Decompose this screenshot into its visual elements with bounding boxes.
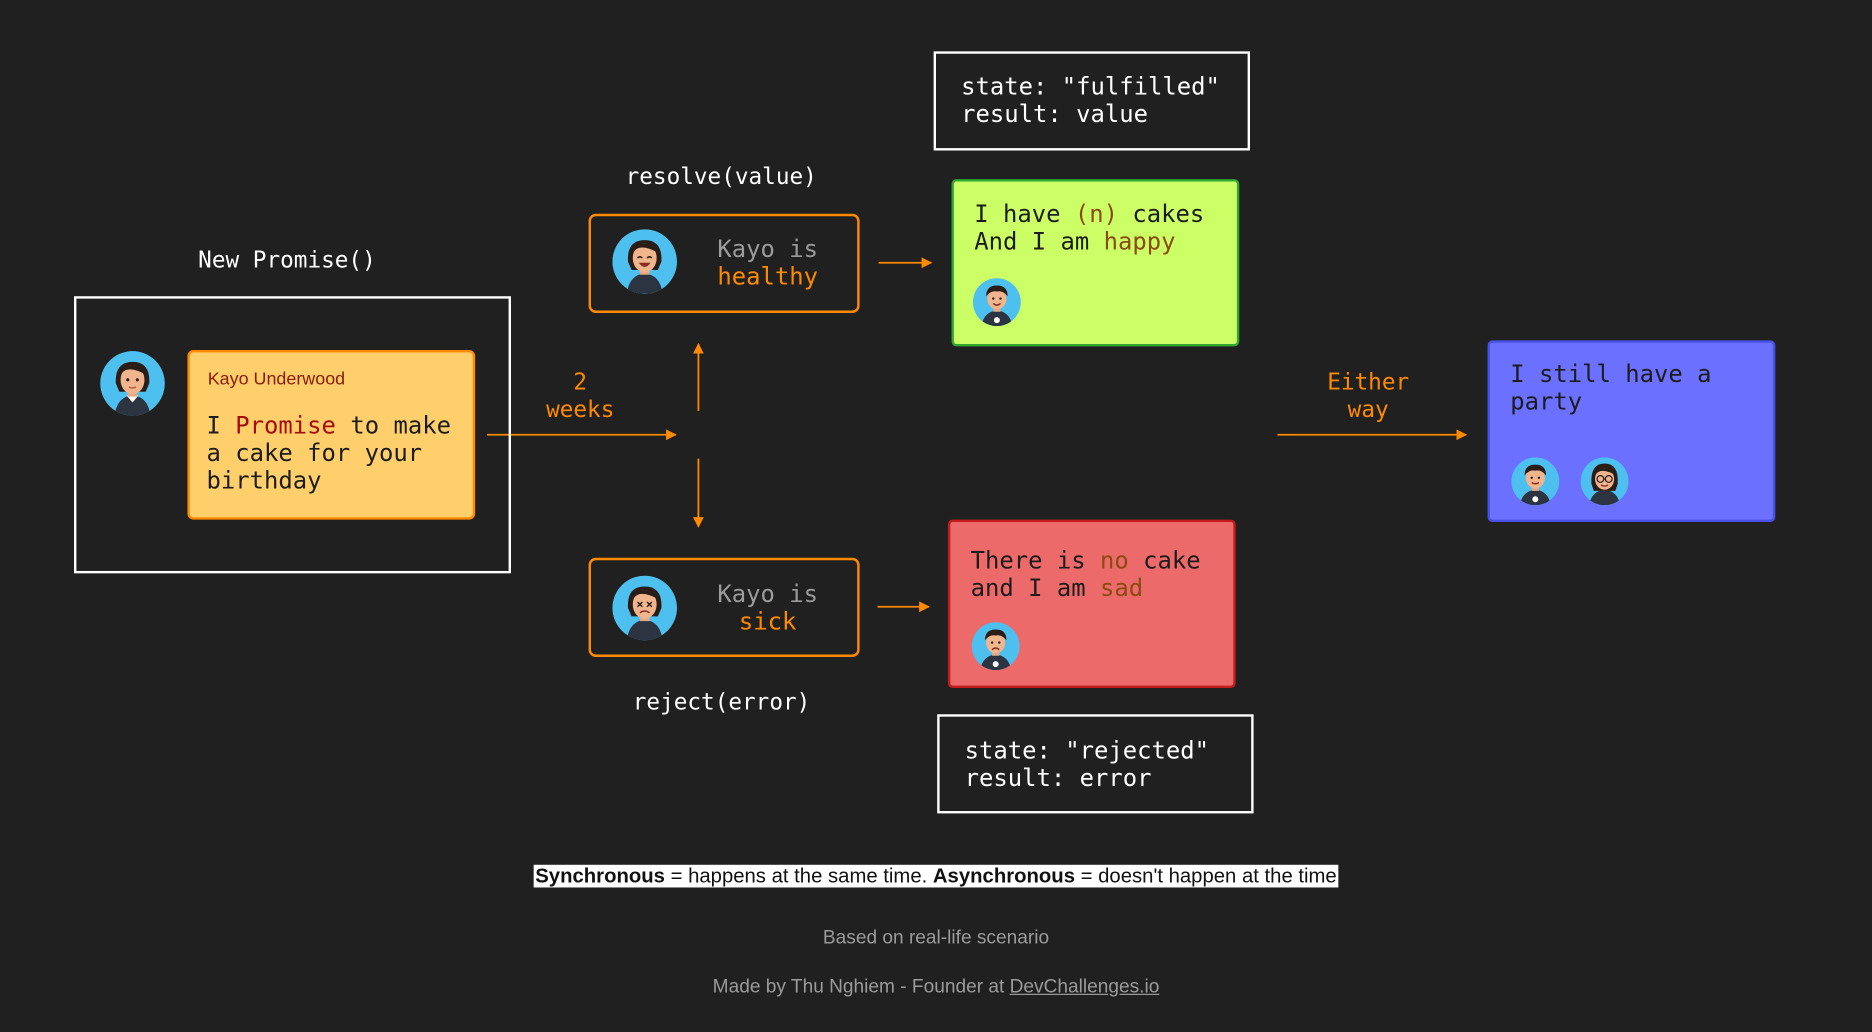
sync-term: Synchronous — [535, 864, 665, 888]
finally-card: I still have a party — [1487, 340, 1776, 522]
kayo-avatar-sick — [612, 575, 677, 641]
rejected-state-box: state: "rejected" result: error — [937, 714, 1254, 814]
sick-status-text: Kayo is sick — [690, 580, 845, 635]
promise-card: Kayo Underwood I Promise to make a cake … — [187, 349, 476, 520]
man-icon — [1511, 457, 1560, 506]
scenario-note: Based on real-life scenario — [822, 928, 1050, 949]
fulfilled-card-text: I have (n) cakes And I am happy — [974, 199, 1205, 256]
finally-card-text: I still have a party — [1510, 359, 1712, 416]
healthy-status-value: healthy — [717, 261, 818, 291]
definition-banner: Synchronous = happens at the same time. … — [534, 864, 1338, 888]
credit-line: Made by Thu Nghiem - Founder at DevChall… — [712, 977, 1160, 998]
woman-avatar-party — [1580, 457, 1629, 506]
promise-keyword: Promise — [235, 410, 336, 440]
rejected-card-text: There is no cake and I am sad — [970, 545, 1201, 602]
kayo-avatar-neutral — [100, 351, 165, 416]
promise-card-text: I Promise to make a cake for your birthd… — [206, 410, 451, 495]
new-promise-frame — [74, 296, 511, 574]
either-way-label: Either way — [1327, 369, 1410, 423]
kayo-avatar-happy — [612, 229, 677, 294]
healthy-status-box — [588, 213, 860, 313]
sick-status-box — [588, 557, 860, 657]
sick-woman-icon — [612, 575, 677, 641]
woman-glasses-icon — [1580, 457, 1629, 506]
promise-card-author: Kayo Underwood — [207, 369, 346, 390]
happy-man-icon — [973, 278, 1021, 327]
man-avatar-party — [1511, 457, 1560, 506]
man-avatar-happy — [973, 278, 1021, 327]
async-term: Asynchronous — [932, 864, 1076, 888]
reject-label: reject(error) — [632, 689, 811, 716]
delay-label: 2 weeks — [546, 369, 615, 423]
fulfilled-card: I have (n) cakes And I am happy — [951, 179, 1240, 347]
sick-status-value: sick — [738, 606, 797, 636]
fulfilled-state-text: state: "fulfilled" result: value — [961, 71, 1220, 128]
new-promise-title: New Promise() — [198, 247, 376, 274]
happy-woman-icon — [612, 229, 677, 294]
definition-line: Synchronous = happens at the same time. … — [0, 864, 1872, 889]
rejected-card: There is no cake and I am sad — [947, 519, 1236, 688]
fulfilled-state-box: state: "fulfilled" result: value — [933, 51, 1250, 151]
devchallenges-link[interactable]: DevChallenges.io — [1009, 977, 1160, 998]
woman-avatar-icon — [100, 351, 165, 416]
sad-man-icon — [971, 622, 1020, 671]
healthy-status-text: Kayo is healthy — [690, 235, 845, 290]
resolve-label: resolve(value) — [625, 163, 817, 190]
rejected-state-text: state: "rejected" result: error — [964, 735, 1210, 792]
man-avatar-sad — [971, 622, 1020, 671]
